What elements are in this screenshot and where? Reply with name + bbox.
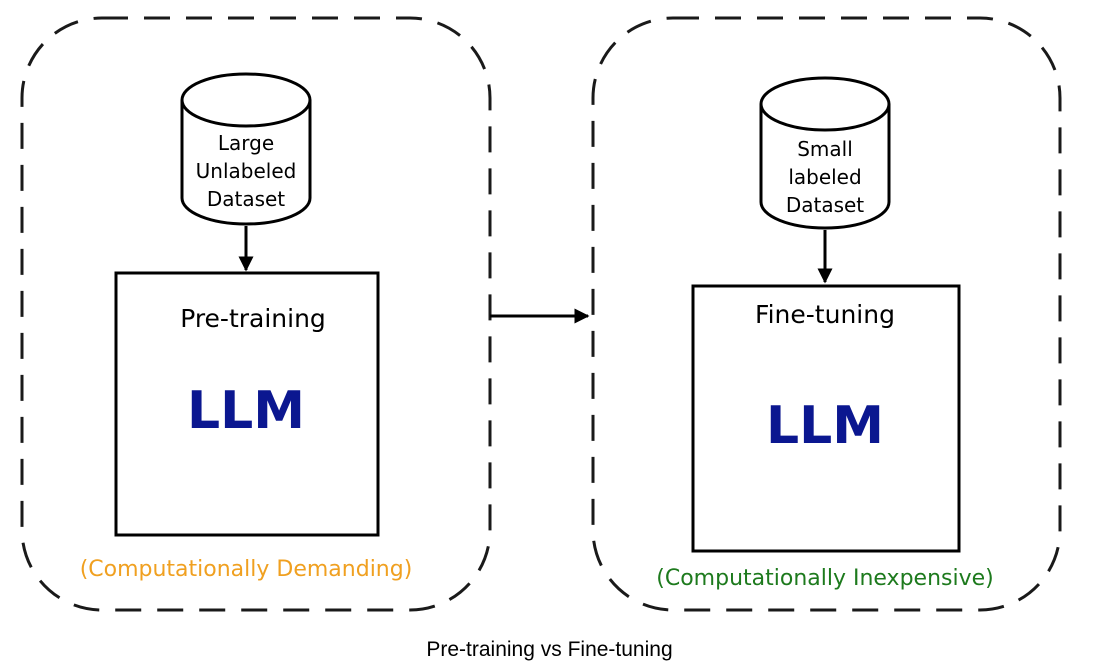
dataset-label-line-3: Dataset [786, 193, 864, 217]
finetuning-box [691, 284, 961, 553]
pretraining-panel: Large Unlabeled Dataset Pre-training LLM… [20, 16, 492, 612]
pretraining-note: (Computationally Demanding) [80, 557, 413, 582]
cylinder-body [759, 104, 891, 230]
large-unlabeled-dataset-cylinder: Large Unlabeled Dataset [180, 72, 312, 226]
finetuning-panel: Small labeled Dataset Fine-tuning LLM (C… [591, 16, 1062, 612]
dataset-label-line-2: Unlabeled [196, 159, 297, 183]
pretraining-box-title: Pre-training [180, 304, 326, 333]
finetuning-dashed-border [591, 16, 1062, 612]
finetuning-llm-label: LLM [766, 396, 884, 456]
pretraining-llm-label: LLM [187, 381, 305, 441]
dataset-label-line-2: labeled [788, 165, 861, 189]
dataset-label-line-1: Small [797, 137, 853, 161]
cylinder-top [180, 72, 312, 128]
cylinder-body [180, 100, 312, 226]
finetuning-note: (Computationally Inexpensive) [656, 566, 993, 591]
pretraining-dashed-border [20, 16, 492, 612]
figure-caption: Pre-training vs Fine-tuning [426, 638, 673, 661]
dataset-label-line-1: Large [218, 131, 274, 155]
pretraining-box [114, 271, 380, 537]
dataset-label-line-3: Dataset [207, 187, 285, 211]
cylinder-top [759, 76, 891, 132]
finetuning-box-title: Fine-tuning [755, 300, 895, 329]
small-labeled-dataset-cylinder: Small labeled Dataset [759, 76, 891, 230]
